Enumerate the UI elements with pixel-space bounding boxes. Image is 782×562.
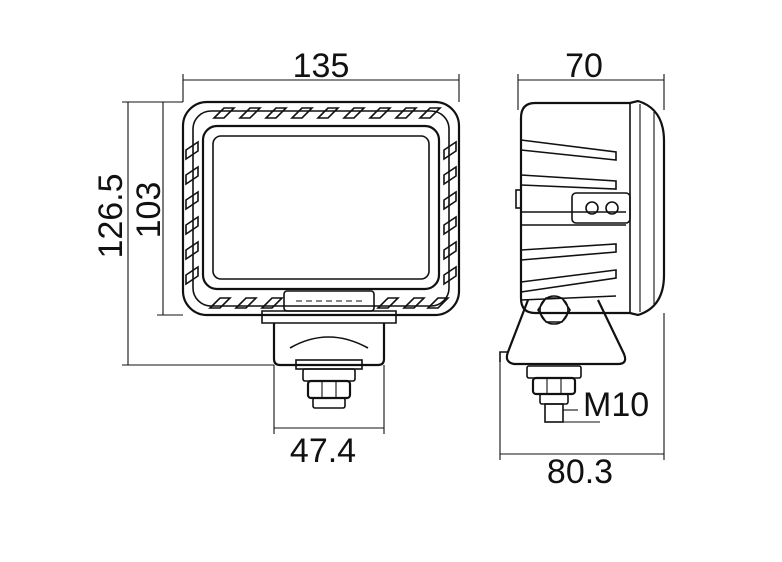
dim-bracket-width: 47.4	[290, 432, 356, 470]
side-cable-nub	[515, 189, 522, 209]
dimension-lines	[122, 74, 665, 460]
side-housing	[519, 99, 666, 317]
dim-overall-height: 126.5	[92, 173, 130, 258]
indicator-circle-left	[585, 201, 599, 215]
side-indicator-window	[571, 192, 631, 224]
front-bracket	[261, 310, 397, 409]
left-fins	[185, 140, 199, 286]
dim-overall-depth: 80.3	[547, 453, 613, 491]
top-fins	[212, 107, 442, 119]
front-housing-outer	[181, 100, 461, 317]
indicator-circle-right	[605, 201, 619, 215]
dim-side-depth: 70	[565, 47, 603, 85]
dim-bolt-thread: M10	[583, 386, 649, 424]
side-fins	[520, 139, 626, 301]
front-view	[181, 100, 461, 409]
dim-lens-height: 103	[130, 182, 168, 239]
front-housing-inner	[192, 110, 450, 307]
bottom-fins	[208, 297, 450, 309]
right-fins	[443, 140, 457, 286]
lens-bezel	[201, 124, 441, 291]
side-view	[499, 99, 666, 423]
dim-front-width: 135	[293, 47, 350, 85]
lens-window	[212, 135, 430, 280]
